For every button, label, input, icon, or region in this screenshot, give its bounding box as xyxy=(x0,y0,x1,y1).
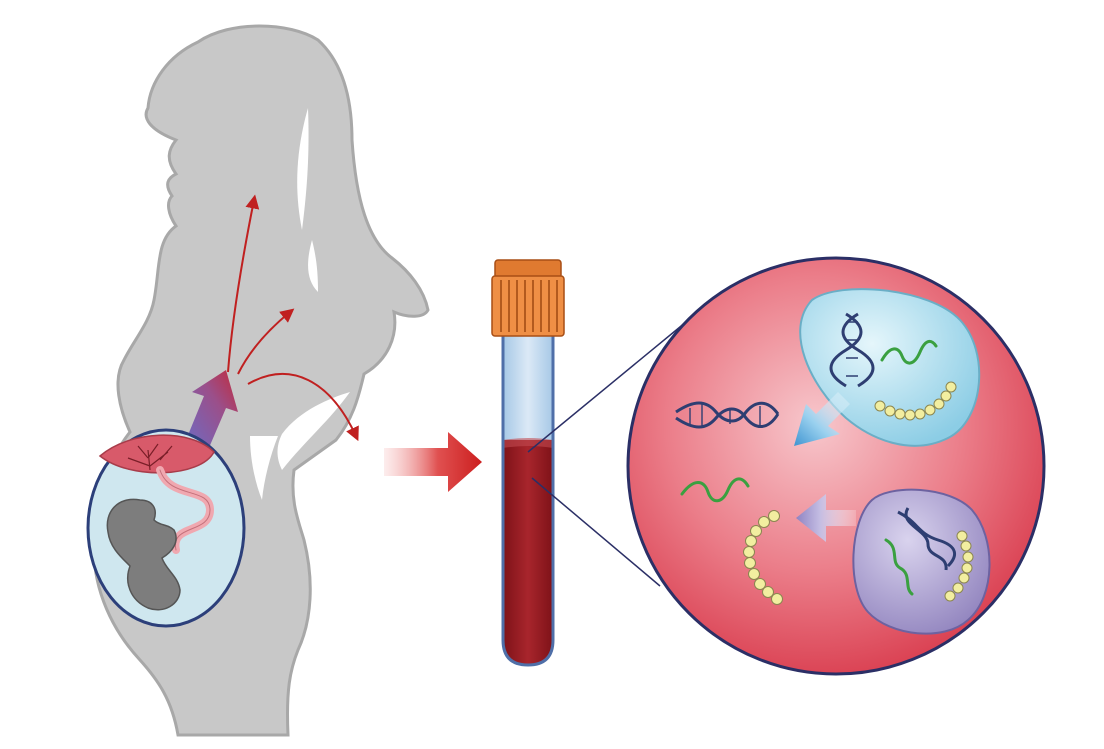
fetus-in-uterus-icon xyxy=(88,430,244,626)
pregnant-woman-silhouette xyxy=(94,26,428,735)
blood-draw-arrow-icon xyxy=(384,432,482,492)
tube-cap-icon xyxy=(492,260,564,336)
plasma-magnified-view xyxy=(628,258,1044,674)
blood-layer xyxy=(503,440,553,670)
blood-collection-tube-icon xyxy=(492,260,564,670)
cell-icon xyxy=(853,490,989,634)
